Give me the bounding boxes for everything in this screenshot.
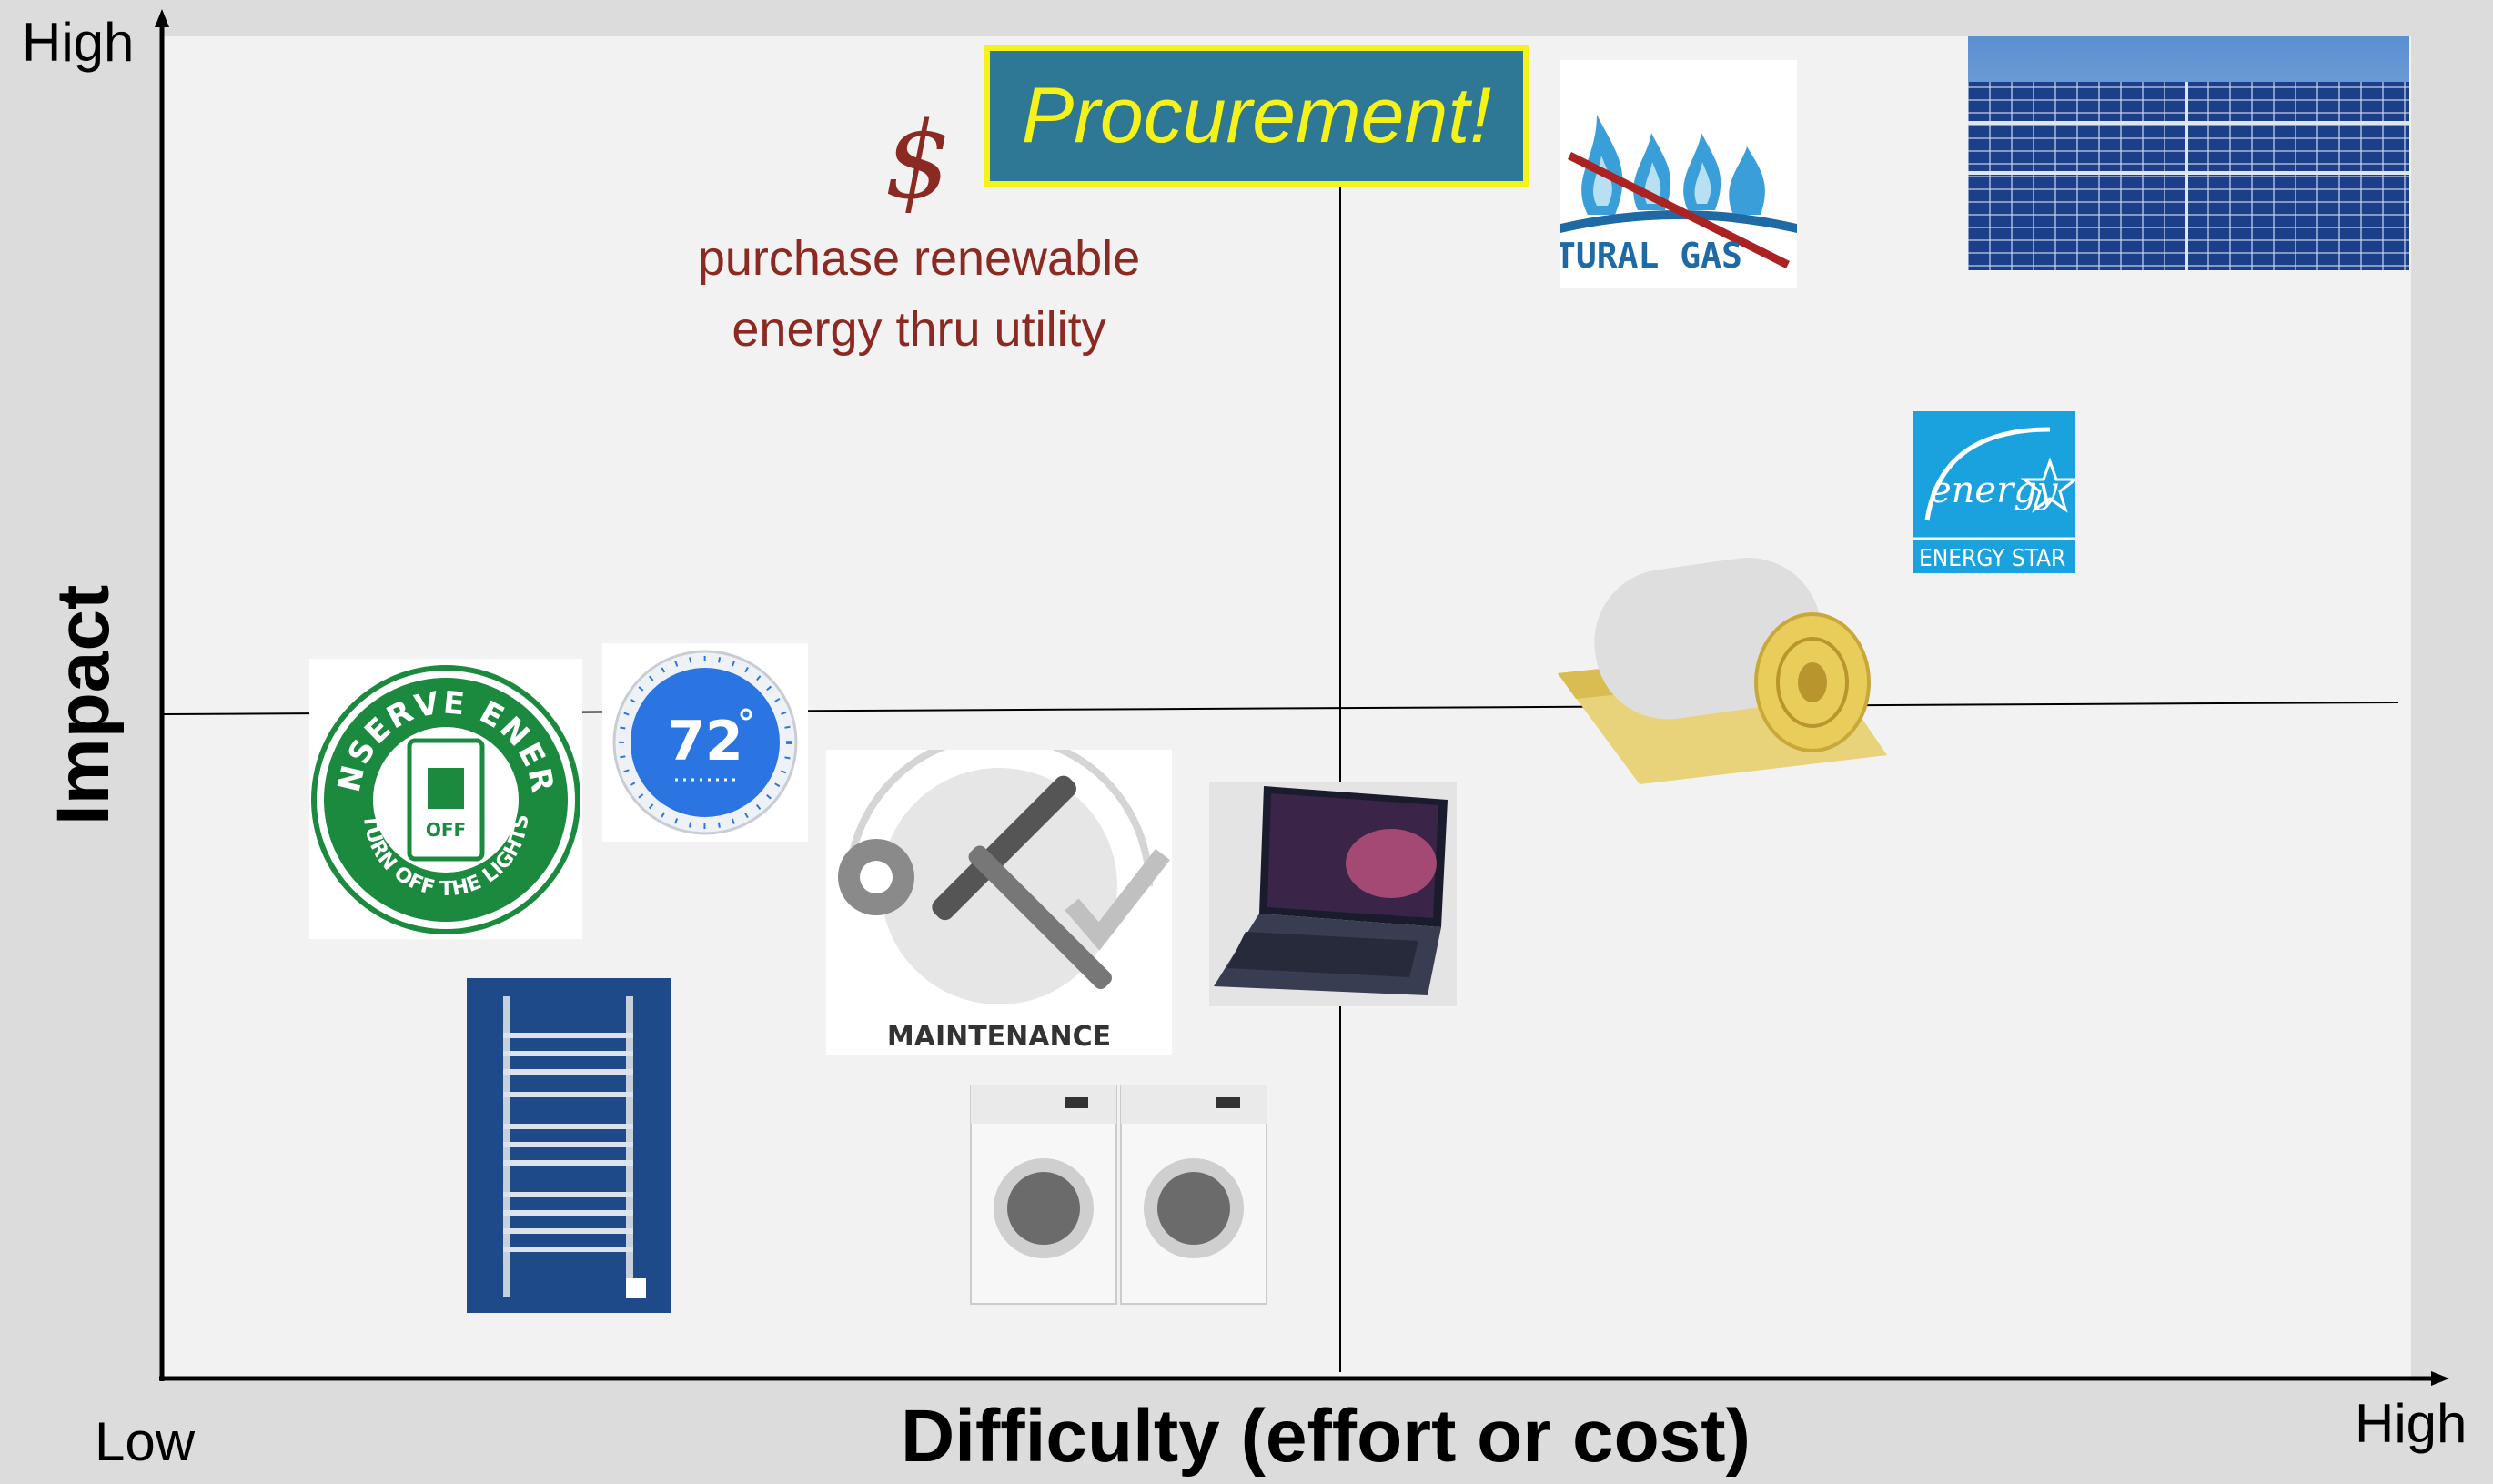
- laptop-image: [1209, 782, 1457, 1006]
- renewable-line-2: energy thru utility: [732, 302, 1106, 357]
- washer-dryer-image: [966, 1081, 1279, 1310]
- y-axis-arrow: [155, 9, 169, 27]
- natural-gas-image: TURAL GAS: [1560, 60, 1797, 288]
- x-axis-arrow: [2431, 1371, 2449, 1386]
- towel-warmer-image: [467, 978, 671, 1313]
- x-axis-title: Difficulty (effort or cost): [901, 1395, 1751, 1478]
- thermostat-value: 72: [667, 710, 743, 773]
- natural-gas-caption: TURAL GAS: [1560, 236, 1742, 276]
- x-axis-high-label: High: [2355, 1393, 2468, 1454]
- x-axis-low-label: Low: [95, 1411, 196, 1472]
- maintenance-caption: MAINTENANCE: [887, 1021, 1111, 1053]
- procurement-callout-text: Procurement!: [1021, 72, 1492, 159]
- conserve-switch-label: OFF: [426, 819, 466, 841]
- y-axis-high-label: High: [22, 12, 135, 73]
- y-axis-title: Impact: [42, 584, 125, 825]
- dollar-icon: $: [884, 100, 952, 223]
- insulation-roll-image: [1558, 546, 1887, 787]
- renewable-line-1: purchase renewable: [697, 231, 1141, 286]
- thermostat-image: 72: [602, 643, 808, 842]
- procurement-callout: Procurement!: [984, 45, 1529, 187]
- conserve-energy-sign: CONSERVE ENERGY TURN OFF THE LIGHTS OFF: [309, 659, 582, 939]
- renewable-purchase-label: purchase renewable energy thru utility: [637, 223, 1201, 365]
- energy-star-logo: energy ENERGY STAR: [1913, 411, 2075, 573]
- solar-panels-image: [1968, 36, 2409, 270]
- energy-star-caption: ENERGY STAR: [1919, 545, 2065, 572]
- maintenance-image: MAINTENANCE: [826, 750, 1172, 1055]
